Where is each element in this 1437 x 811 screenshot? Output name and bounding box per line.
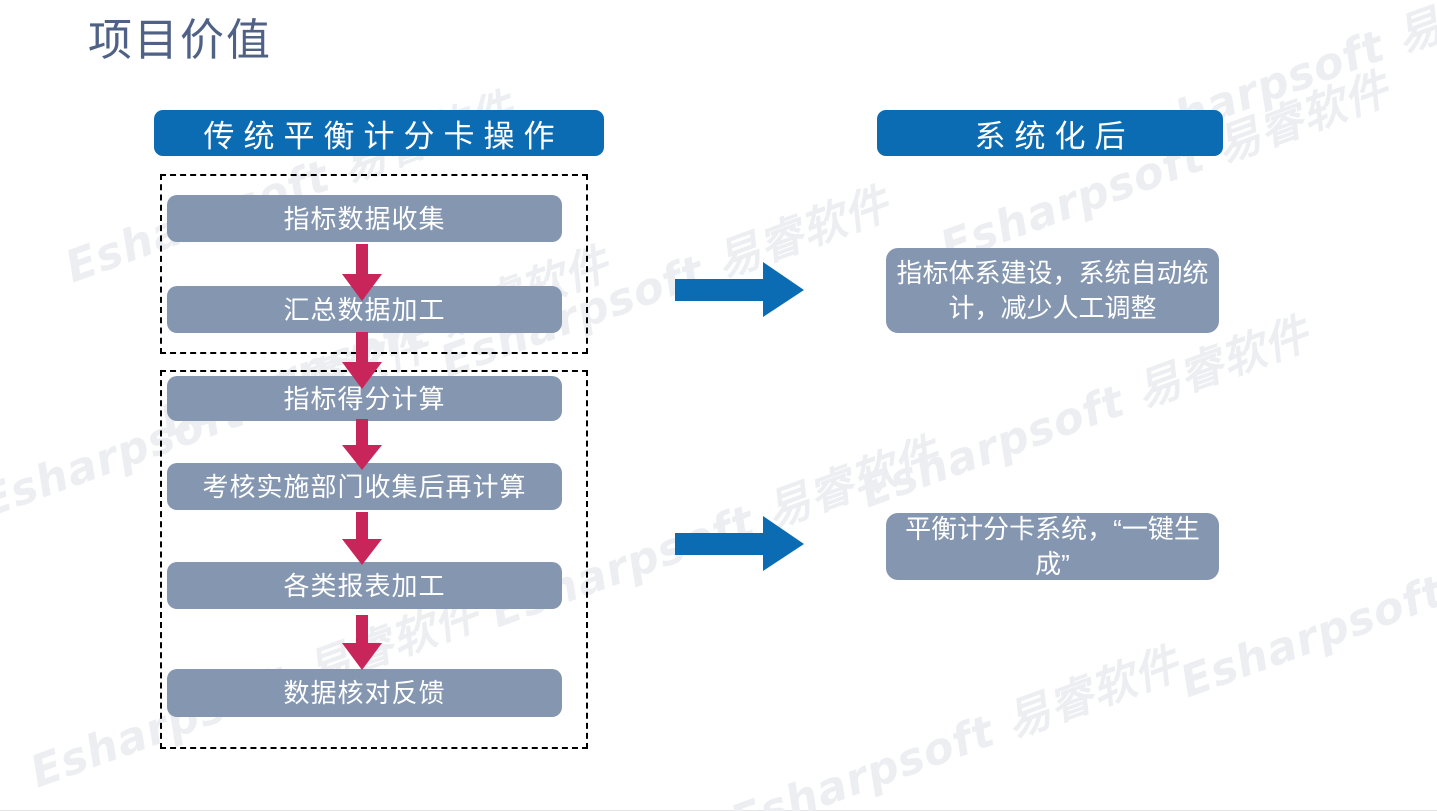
dashed-group-data-collection (160, 174, 588, 354)
process-box-step-1[interactable]: 指标数据收集 (167, 195, 562, 242)
process-box-step-5[interactable]: 各类报表加工 (167, 562, 562, 609)
process-box-step-4[interactable]: 考核实施部门收集后再计算 (167, 463, 562, 510)
arrow-down-icon (341, 419, 383, 471)
page-title: 项目价值 (88, 16, 272, 65)
arrow-right-icon (675, 262, 805, 318)
column-header-systemized[interactable]: 系统化后 (877, 110, 1223, 156)
watermark-text: Esharpsoft 易睿软件 (933, 63, 1397, 274)
watermark-text: Esharpsoft 易睿软件 (723, 638, 1187, 811)
arrow-right-icon (675, 516, 805, 572)
arrow-down-icon (341, 244, 383, 302)
outcome-box-1[interactable]: 指标体系建设，系统自动统计，减少人工调整 (886, 248, 1219, 333)
column-header-traditional[interactable]: 传统平衡计分卡操作 (154, 110, 604, 156)
outcome-box-2[interactable]: 平衡计分卡系统，“一键生成” (886, 513, 1219, 580)
arrow-down-icon (341, 332, 383, 390)
arrow-down-icon (341, 512, 383, 566)
arrow-down-icon (341, 615, 383, 671)
process-box-step-6[interactable]: 数据核对反馈 (167, 669, 562, 717)
